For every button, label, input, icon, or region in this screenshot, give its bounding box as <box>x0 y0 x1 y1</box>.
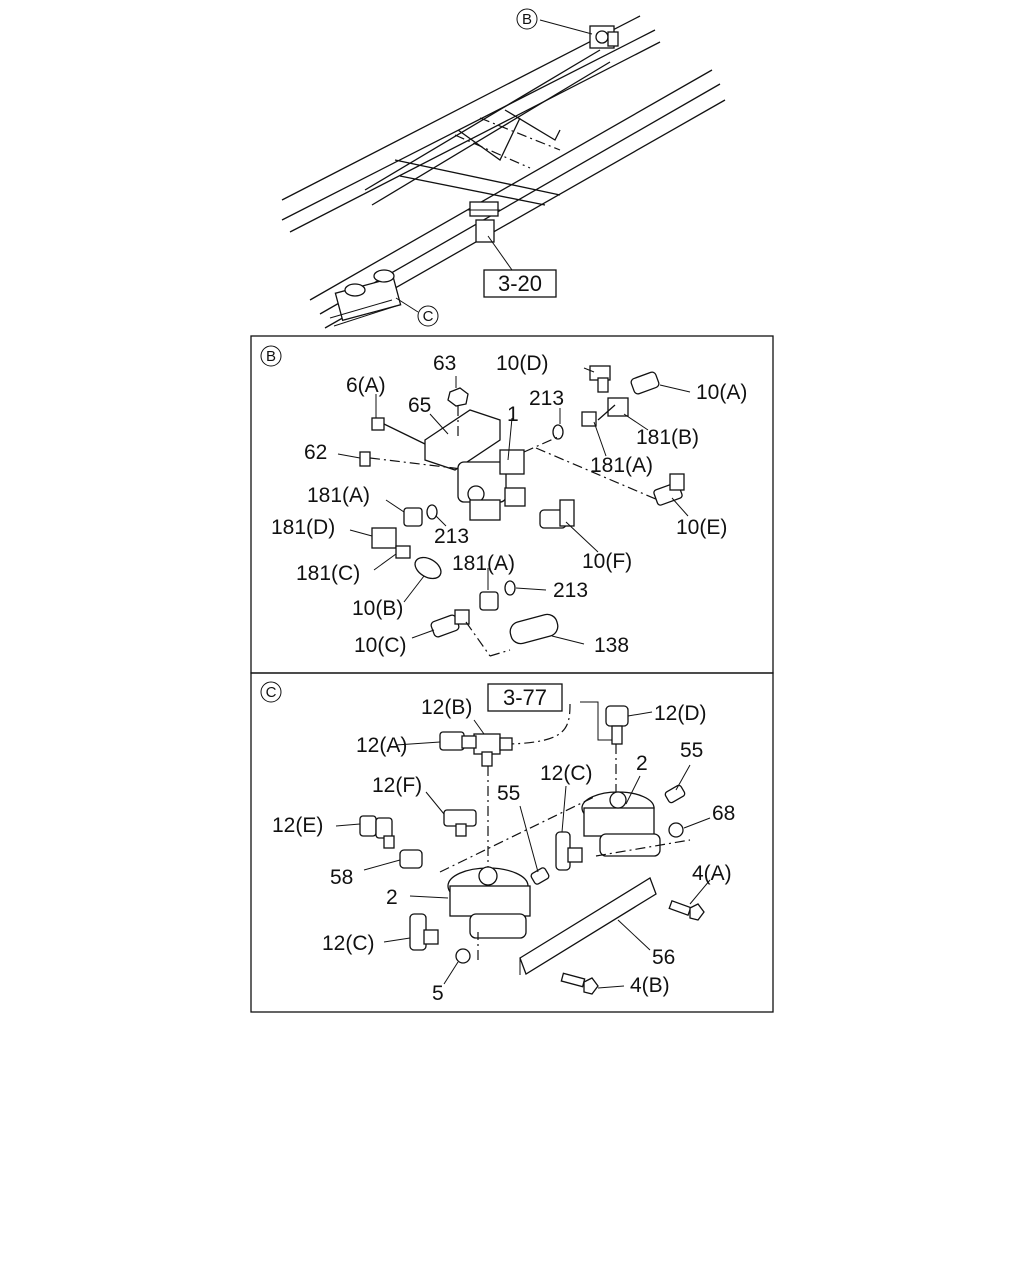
panel-c-parts <box>335 701 711 995</box>
label-12e: 12(E) <box>272 814 323 837</box>
panel-b-parts <box>337 365 691 657</box>
label-12a: 12(A) <box>356 734 407 757</box>
label-2-lower: 2 <box>386 886 398 909</box>
label-10b: 10(B) <box>352 597 403 620</box>
label-2-upper: 2 <box>636 752 648 775</box>
label-65: 65 <box>408 394 431 417</box>
callout-b-overview: B <box>516 8 538 30</box>
label-12d: 12(D) <box>654 702 707 725</box>
detail-panel-c <box>250 672 774 1013</box>
svg-text:B: B <box>522 11 532 28</box>
label-10c: 10(C) <box>354 634 407 657</box>
label-68: 68 <box>712 802 735 825</box>
label-6a: 6(A) <box>346 374 386 397</box>
svg-text:C: C <box>423 308 434 325</box>
label-63: 63 <box>433 352 456 375</box>
label-213-mid: 213 <box>434 525 469 548</box>
label-12c-lower: 12(C) <box>322 932 375 955</box>
label-181a-left: 181(A) <box>307 484 370 507</box>
label-4a: 4(A) <box>692 862 732 885</box>
panel-b-tag: B <box>260 345 282 367</box>
svg-text:C: C <box>266 684 277 701</box>
reference-box-3-77[interactable]: 3-77 <box>487 683 563 712</box>
label-181c: 181(C) <box>296 562 360 585</box>
label-58: 58 <box>330 866 353 889</box>
callout-c-overview: C <box>417 305 439 327</box>
svg-text:3-77: 3-77 <box>503 685 547 710</box>
valve-assembly-b-thumb <box>589 25 619 49</box>
label-1: 1 <box>507 403 519 426</box>
label-12f: 12(F) <box>372 774 422 797</box>
label-10e: 10(E) <box>676 516 727 539</box>
label-10d: 10(D) <box>496 352 549 375</box>
label-10f: 10(F) <box>582 550 632 573</box>
label-181d: 181(D) <box>271 516 335 539</box>
panel-c-labels: 12(B) 12(D) 12(A) 55 2 12(F) 55 12(C) 68… <box>272 696 735 1005</box>
label-62: 62 <box>304 441 327 464</box>
label-55-top: 55 <box>680 739 703 762</box>
label-181a-right: 181(A) <box>590 454 653 477</box>
label-181a-mid: 181(A) <box>452 552 515 575</box>
label-138: 138 <box>594 634 629 657</box>
svg-text:3-20: 3-20 <box>498 271 542 296</box>
label-4b: 4(B) <box>630 974 670 997</box>
panel-b-labels: 63 10(D) 6(A) 65 10(A) 213 1 181(B) 62 1… <box>271 352 747 657</box>
chassis-frame-overview <box>281 15 726 329</box>
label-213-top: 213 <box>529 387 564 410</box>
label-10a: 10(A) <box>696 381 747 404</box>
label-12c-upper: 12(C) <box>540 762 593 785</box>
label-56: 56 <box>652 946 675 969</box>
panel-c-tag: C <box>260 681 282 703</box>
reference-box-3-20[interactable]: 3-20 <box>483 269 557 298</box>
svg-text:B: B <box>266 348 276 365</box>
label-213-low: 213 <box>553 579 588 602</box>
valve-assembly-c-thumb <box>329 269 402 327</box>
label-55-mid: 55 <box>497 782 520 805</box>
label-181b: 181(B) <box>636 426 699 449</box>
label-5: 5 <box>432 982 444 1005</box>
label-12b: 12(B) <box>421 696 472 719</box>
